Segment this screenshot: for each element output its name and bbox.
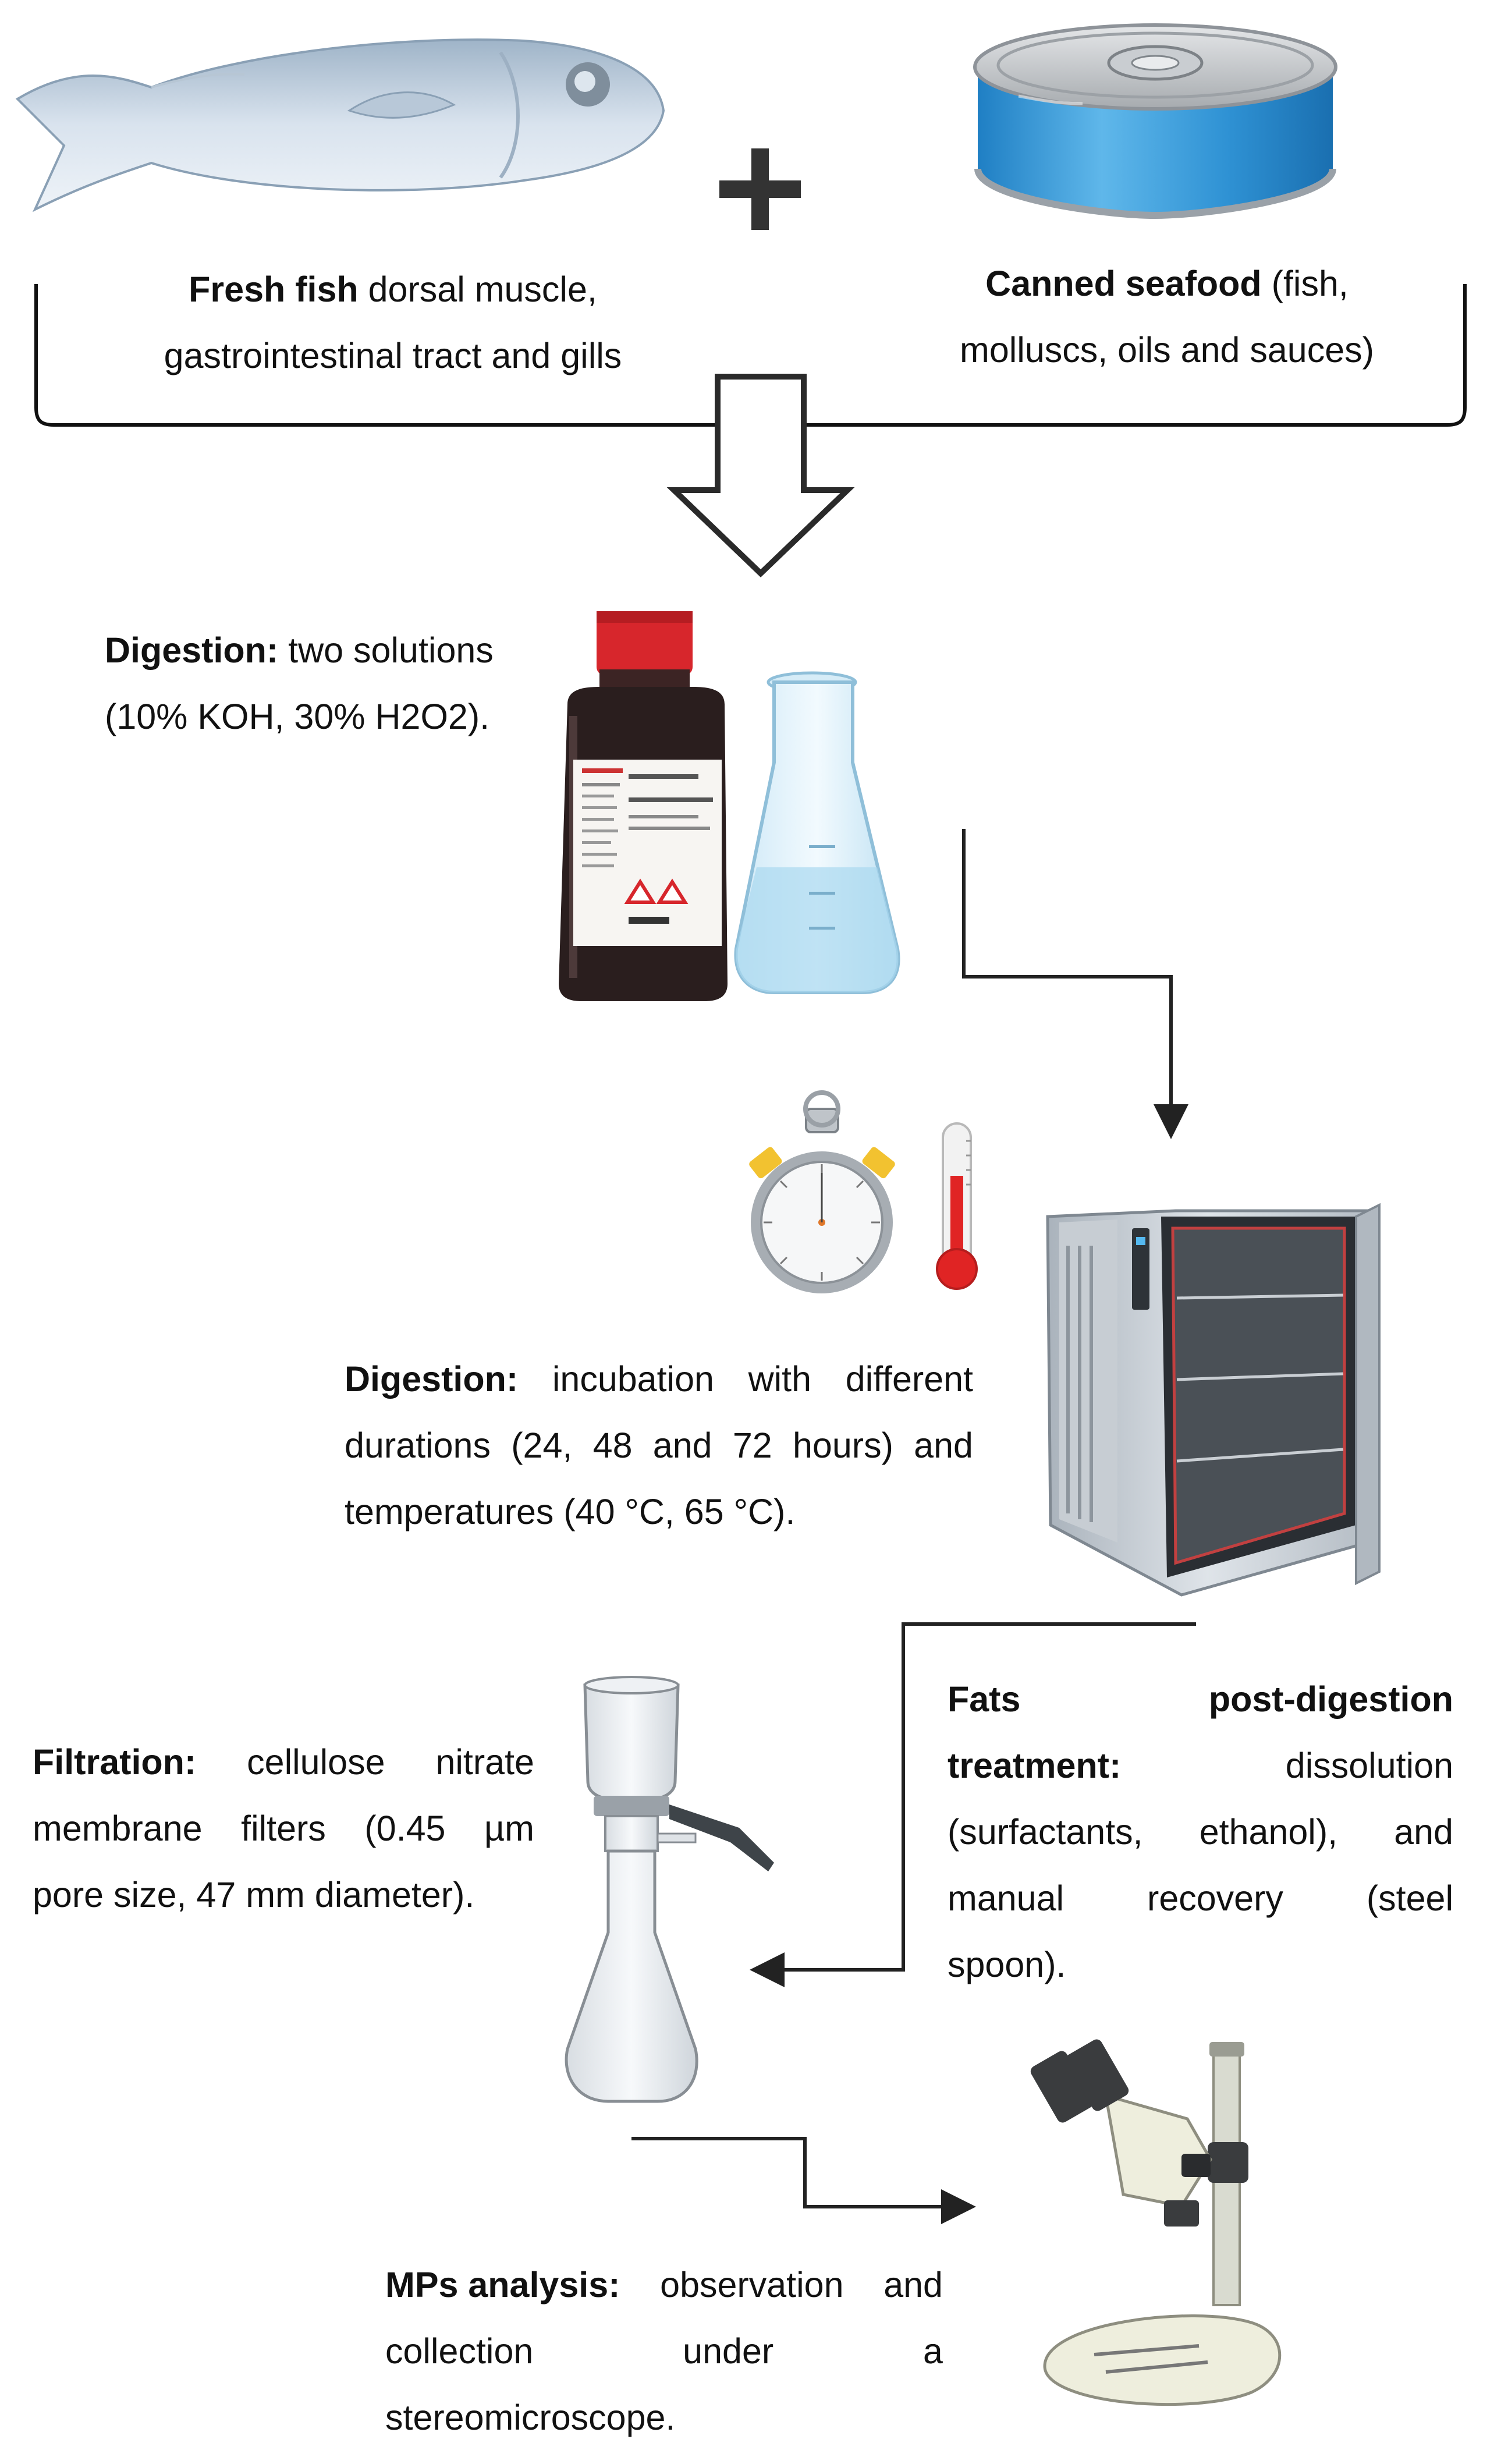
fats-title-1: Fats [948,1679,1021,1719]
digestion-solutions-label: Digestion: two solutions (10% KOH, 30% H… [105,617,524,750]
fats-line-5: spoon). [948,1945,1066,1984]
digestion-solutions-desc-line2: (10% KOH, 30% H2O2). [105,697,490,736]
arrow-to-filtration [750,1622,1196,1987]
incubation-line-1: Digestion: incubation with different [345,1346,973,1412]
filtration-line-2: membrane filters (0.45 µm [33,1809,534,1848]
filtration-line-3: pore size, 47 mm diameter). [33,1875,475,1915]
fats-treatment-label: Fats post-digestion treatment: dissoluti… [948,1666,1453,1998]
fish-icon [15,38,665,212]
canned-seafood-desc-line2: molluscs, oils and sauces) [960,330,1374,370]
thermometer-icon [936,1122,978,1290]
canned-seafood-desc: (fish, [1261,264,1349,303]
fresh-fish-desc-line2: gastrointestinal tract and gills [164,336,622,375]
filtration-line-1: Filtration: cellulose nitrate [33,1729,534,1795]
arrow-to-oven [962,829,1188,1139]
fresh-fish-desc: dorsal muscle, [358,270,597,309]
digestion-solutions-desc: two solutions [278,630,494,670]
arrow-to-microscope [631,2137,976,2224]
stereomicroscope-icon [1030,2039,1282,2406]
vacuum-filtration-icon [565,1676,774,2103]
analysis-line-1: MPs analysis: observation and [385,2252,943,2318]
fats-line-1: Fats post-digestion [948,1666,1453,1732]
fats-title-3: treatment: [948,1746,1122,1785]
incubation-line-3: temperatures (40 °C, 65 °C). [345,1492,796,1531]
analysis-line-2: collection under a [385,2331,943,2371]
incubation-line-2: durations (24, 48 and 72 hours) and [345,1426,973,1465]
tuna-can-icon [973,23,1337,219]
plus-icon [719,148,801,230]
fresh-fish-title: Fresh fish [189,270,359,309]
chemical-bottle-icon [559,611,728,1001]
fresh-fish-label: Fresh fish dorsal muscle, gastrointestin… [87,256,698,389]
filtration-label: Filtration: cellulose nitrate membrane f… [33,1729,534,1928]
fats-line-3: (surfactants, ethanol), and [948,1812,1453,1852]
incubation-title: Digestion: [345,1359,519,1399]
fats-title-2: post-digestion [1208,1679,1453,1719]
lab-oven-icon [1046,1203,1381,1597]
canned-seafood-title: Canned seafood [985,264,1262,303]
incubation-label: Digestion: incubation with different dur… [345,1346,973,1545]
fats-line-2: treatment: dissolution [948,1732,1453,1799]
mps-analysis-label: MPs analysis: observation and collection… [385,2252,943,2451]
stopwatch-icon [749,1090,895,1293]
analysis-line-3: stereomicroscope. [385,2398,676,2437]
big-down-arrow [666,374,855,577]
filtration-title: Filtration: [33,1742,197,1782]
erlenmeyer-flask-icon [734,671,900,994]
fats-line-4: manual recovery (steel [948,1878,1453,1918]
analysis-title: MPs analysis: [385,2265,620,2305]
digestion-solutions-title: Digestion: [105,630,279,670]
canned-seafood-label: Canned seafood (fish, molluscs, oils and… [925,250,1408,383]
